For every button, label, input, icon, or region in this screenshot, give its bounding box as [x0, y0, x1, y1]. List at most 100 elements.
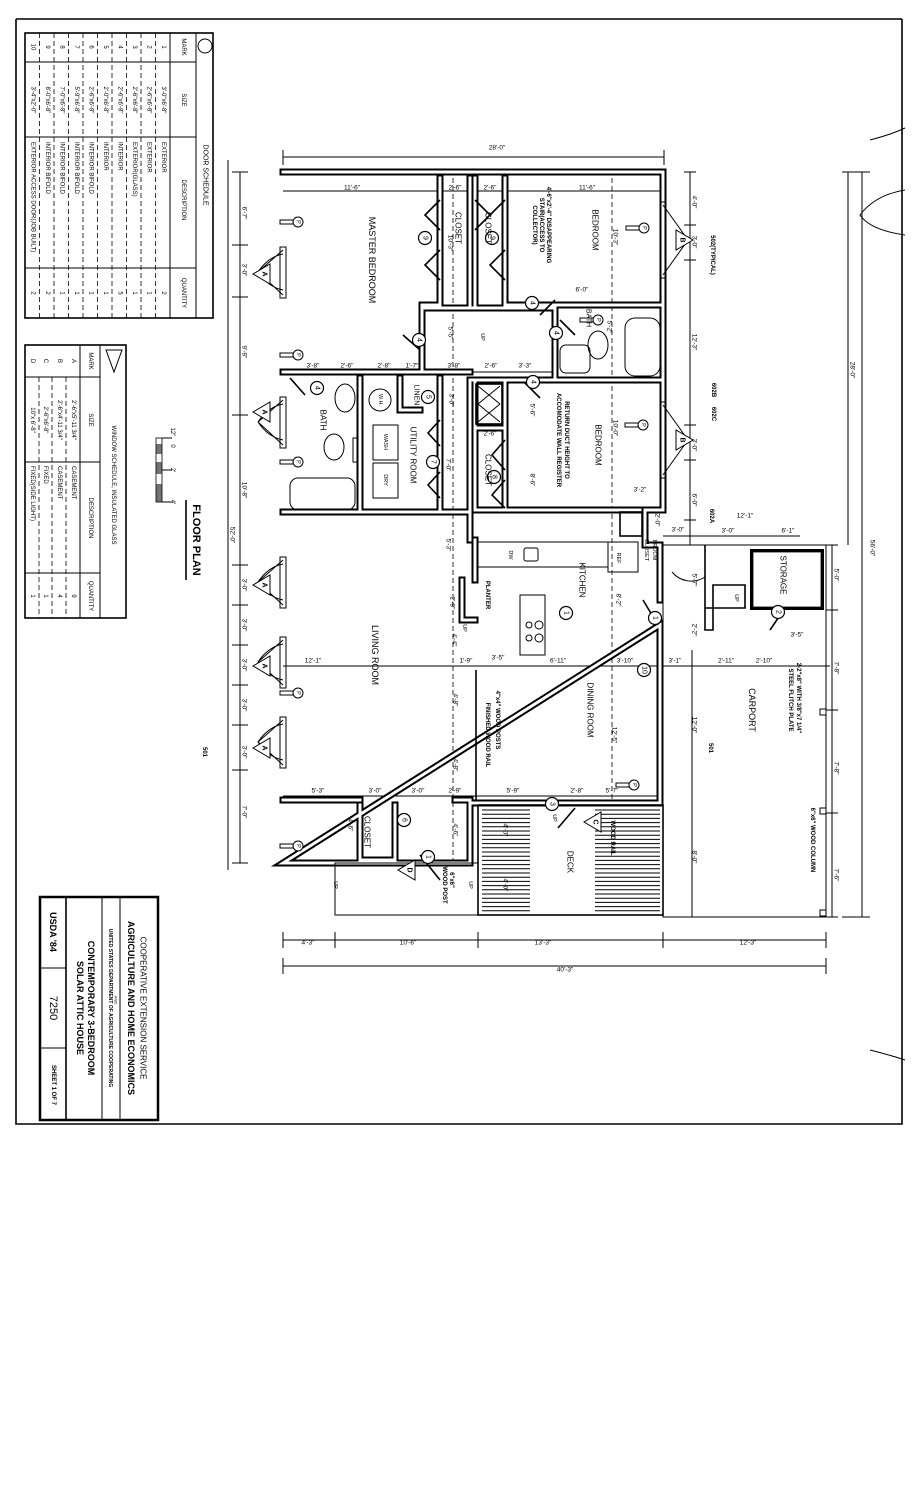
door-schedule-cell: 1	[73, 291, 79, 295]
dimension-label: 3'-0"	[672, 527, 686, 534]
dimension-label: 3'-0"	[241, 699, 248, 713]
window-mark-triangle-icon	[252, 401, 271, 423]
dimension-label: 3'-0"	[241, 659, 248, 673]
door-schedule-cell: 2	[145, 45, 151, 49]
outlet-mark-circle-icon	[628, 779, 640, 791]
dimension-label: 4'-0"	[691, 196, 698, 210]
plan-note: 4"x4" WOOD POSTS	[494, 691, 500, 750]
scale-bar	[155, 437, 172, 503]
door-mark: 1	[563, 611, 570, 615]
title-block-line: COOPERATIVE EXTENSION SERVICE	[139, 937, 148, 1080]
window-schedule-cell: C	[42, 359, 48, 364]
dimension-label: 52'-0"	[229, 527, 236, 544]
room-label: CARPORT	[747, 688, 757, 732]
plan-annotations: DOOR SCHEDULEMARKSIZEDESCRIPTIONQUANTITY…	[29, 38, 876, 1105]
door-mark-circle-icon	[770, 604, 786, 620]
dimension-label: 3'-10"	[617, 658, 634, 665]
dimension-label: 10'-3"	[612, 229, 619, 246]
plan-note: 6"x6"	[448, 872, 454, 888]
plan-note: 4'-6"x2'-4" DISAPPEARING	[545, 187, 551, 264]
door-mark-circle-icon	[548, 325, 564, 341]
outlet-mark: P	[295, 844, 301, 848]
dimension-label: 3'-8"	[448, 363, 462, 370]
plan-note: STEEL FLITCH PLATE	[787, 668, 793, 731]
window-schedule-triangle-icon	[105, 349, 123, 374]
drawing-number: 7250	[47, 996, 59, 1020]
drawing-code: USDA '84	[48, 912, 58, 952]
door-schedule-cell: 1	[145, 291, 151, 295]
window-schedule-cell: FIXED	[42, 466, 48, 484]
project-title: CONTEMPORARY 3-BEDROOM	[86, 941, 96, 1076]
outlet-mark: P	[631, 783, 637, 787]
door-schedule-circle-icon	[197, 38, 213, 54]
door-schedule-cell: 1	[58, 291, 64, 295]
door-mark-circle-icon	[484, 230, 500, 246]
dimension-label: 2'-6"	[485, 363, 499, 370]
fixture-label: UP	[467, 881, 473, 889]
door-schedule-cell: INTERIOR BIFOLD	[73, 142, 79, 195]
outlet-mark-circle-icon	[292, 456, 304, 468]
outlet-mark-circle-icon	[292, 349, 304, 361]
window-schedule-header: DESCRIPTION	[87, 497, 93, 538]
door-schedule-cell: 1	[131, 291, 137, 295]
room-label: LIVING ROOM	[370, 625, 380, 685]
window-mark: A	[261, 663, 268, 668]
title-block-line: AND	[114, 996, 119, 1005]
dimension-label: 3'-1"	[669, 658, 683, 665]
dimension-label: 7'-6"	[833, 869, 840, 883]
window-schedule-cell: 10"x 6'-8"	[29, 407, 35, 432]
room-label: DECK	[566, 851, 575, 874]
fixture-label: UP	[461, 624, 467, 632]
door-schedule-cell: 2	[160, 291, 166, 295]
dimension-label: 2'-9"	[449, 597, 456, 611]
door-mark: 7	[430, 460, 437, 464]
door-schedule-header: SIZE	[180, 93, 186, 106]
window-mark: C	[592, 819, 599, 824]
window-schedule-cell: A	[70, 359, 76, 363]
window-schedule-cell: 1	[29, 594, 35, 598]
door-schedule-cell: 5	[116, 291, 122, 295]
window-schedule-cell: D	[29, 359, 35, 364]
door-schedule-cell: 3	[131, 45, 137, 49]
dimension-label: 3'-8"	[307, 363, 321, 370]
dimension-label: 8'-0"	[691, 851, 698, 865]
room-label: UTILITY ROOM	[409, 427, 418, 484]
room-label: DINING ROOM	[586, 682, 595, 737]
window-mark: A	[261, 582, 268, 587]
door-schedule-cell: 2'-6"x6'-8"	[131, 87, 137, 114]
door-mark: 9	[489, 236, 496, 240]
title-block	[38, 895, 160, 1122]
door-mark: 3	[549, 802, 556, 806]
dimension-label: 6'-1"	[782, 528, 796, 535]
door-schedule-cell: 1	[160, 45, 166, 49]
dimension-label: 10'-3"	[447, 235, 454, 252]
dimension-label: 5'-6"	[529, 404, 536, 418]
plan-note: COLLECTOR)	[531, 205, 537, 244]
plan-note: 502(TYPICAL)	[709, 235, 715, 275]
window-schedule-cell: 1	[42, 594, 48, 598]
dimension-label: 3'-0"	[691, 439, 698, 453]
fixture-label: UP	[332, 881, 338, 889]
door-schedule-cell: 4	[116, 45, 122, 49]
window-mark: B	[679, 437, 686, 442]
plan-note: 501	[201, 747, 207, 758]
dimension-label: 2'-9"	[449, 788, 463, 795]
window-schedule-cell: CASEMENT	[70, 466, 76, 500]
outlet-mark: P	[295, 220, 301, 224]
outlet-mark: P	[295, 460, 301, 464]
dimension-label: 3'-5"	[791, 632, 805, 639]
plan-note: WOOD POST	[441, 866, 447, 904]
fixture-label: DW	[507, 550, 513, 560]
window-mark: B	[679, 237, 686, 242]
door-mark-circle-icon	[411, 332, 427, 348]
outlet-mark-circle-icon	[592, 314, 604, 326]
door-schedule-cell: 1	[87, 291, 93, 295]
dimension-label: 11'-6"	[579, 185, 596, 192]
dimension-label: 13'-3"	[535, 940, 552, 947]
door-schedule-cell: 8'-0"x6'-8"	[44, 87, 50, 114]
dimension-label: 2'-11"	[718, 658, 735, 665]
outlet-mark: P	[295, 353, 301, 357]
plan-note: 602B	[710, 383, 716, 398]
door-mark: 2	[775, 610, 782, 614]
